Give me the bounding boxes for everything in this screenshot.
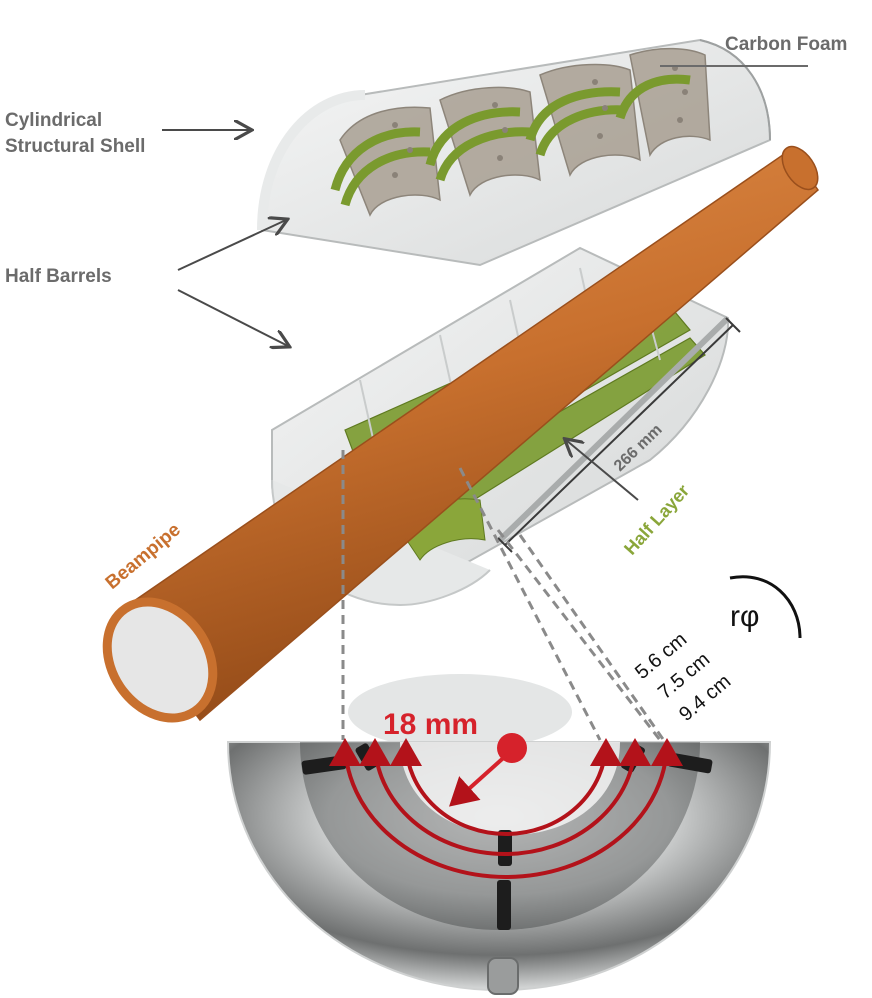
layer-arcs xyxy=(329,738,683,879)
beampipe-group xyxy=(102,145,820,723)
rphi-label: rφ xyxy=(730,600,759,633)
shell-label-line2: Structural Shell xyxy=(5,136,145,157)
length-dimension-line xyxy=(504,324,734,546)
layer-arc-middle xyxy=(373,738,651,856)
half-layer-arrow-icon xyxy=(566,440,639,501)
half-barrels-arrow-down-icon xyxy=(177,289,288,346)
shell-sensor-arcs xyxy=(330,74,691,207)
foam-holes xyxy=(392,65,688,178)
half-barrels-arrow-up-icon xyxy=(177,220,286,271)
beampipe-far-end xyxy=(781,145,819,191)
rphi-arc xyxy=(729,575,802,639)
bowl-top-ellipse xyxy=(348,674,572,750)
bowl-bottom-connector xyxy=(487,957,519,995)
carbon-foam-label: Carbon Foam xyxy=(725,34,847,55)
beampipe-near-opening xyxy=(102,597,218,723)
projection-lines xyxy=(341,450,667,743)
shell-label-line1: Cylindrical xyxy=(5,110,102,131)
radius-label: 18 mm xyxy=(383,708,478,741)
bowl-inner-highlight xyxy=(400,742,620,835)
length-tick-end xyxy=(725,317,741,333)
layer-arc-inner xyxy=(404,738,622,836)
layer-arc-outer xyxy=(343,738,683,879)
half-layer-label: Half Layer xyxy=(620,481,693,559)
shell-back-edge xyxy=(699,39,771,141)
structural-shell-group xyxy=(257,38,772,267)
length-tick-start xyxy=(497,537,513,553)
lower-barrel-rim xyxy=(497,315,731,543)
half-barrels-label: Half Barrels xyxy=(5,266,112,287)
radius-arrow-icon xyxy=(449,750,512,807)
shell-front-rim xyxy=(257,90,366,231)
